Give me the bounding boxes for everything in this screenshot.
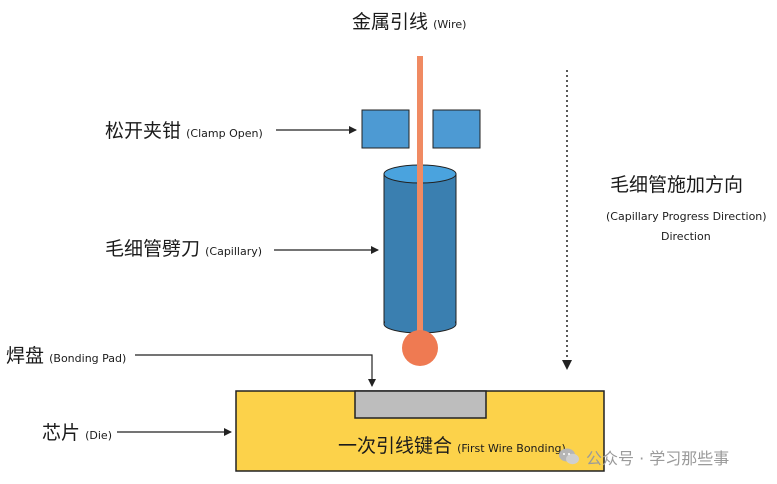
bond-label-zh: 一次引线键合: [338, 435, 453, 457]
capillary-label: 毛细管劈刀 (Capillary): [105, 240, 262, 259]
pad-label-zh: 焊盘: [6, 345, 45, 367]
free-air-ball: [402, 330, 438, 366]
wire-label-en: (Wire): [433, 18, 467, 31]
clamp-label-zh: 松开夹钳: [105, 120, 182, 142]
direction-arrowhead: [562, 360, 572, 370]
wire-label: 金属引线 (Wire): [352, 13, 466, 32]
direction-label: 毛细管施加方向: [610, 174, 744, 196]
capillary-label-en: (Capillary): [205, 245, 263, 258]
direction-sub-label-2: Direction: [661, 230, 711, 243]
wechat-icon: [559, 448, 579, 465]
wire: [417, 56, 423, 338]
pad-label-en: (Bonding Pad): [49, 352, 127, 365]
clamp-label: 松开夹钳 (Clamp Open): [105, 122, 263, 141]
clamp-right: [432, 109, 481, 149]
clamp-label-en: (Clamp Open): [186, 127, 263, 140]
die-label: 芯片 (Die): [42, 424, 112, 443]
watermark: 公众号 · 学习那些事: [558, 445, 729, 469]
watermark-text: 公众号 · 学习那些事: [586, 449, 730, 468]
die-label-zh: 芯片: [42, 422, 81, 444]
bonding-pad: [354, 390, 487, 419]
bond-label: 一次引线键合 (First Wire Bonding): [338, 437, 566, 456]
pad-label: 焊盘 (Bonding Pad): [6, 347, 126, 366]
clamp-left: [361, 109, 410, 149]
direction-sub-label: (Capillary Progress Direction): [606, 210, 767, 223]
bond-label-en: (First Wire Bonding): [457, 442, 566, 455]
pad-arrow: [135, 354, 376, 387]
die-label-en: (Die): [85, 429, 112, 442]
capillary-label-zh: 毛细管劈刀: [105, 238, 201, 260]
wire-label-zh: 金属引线: [352, 11, 429, 33]
